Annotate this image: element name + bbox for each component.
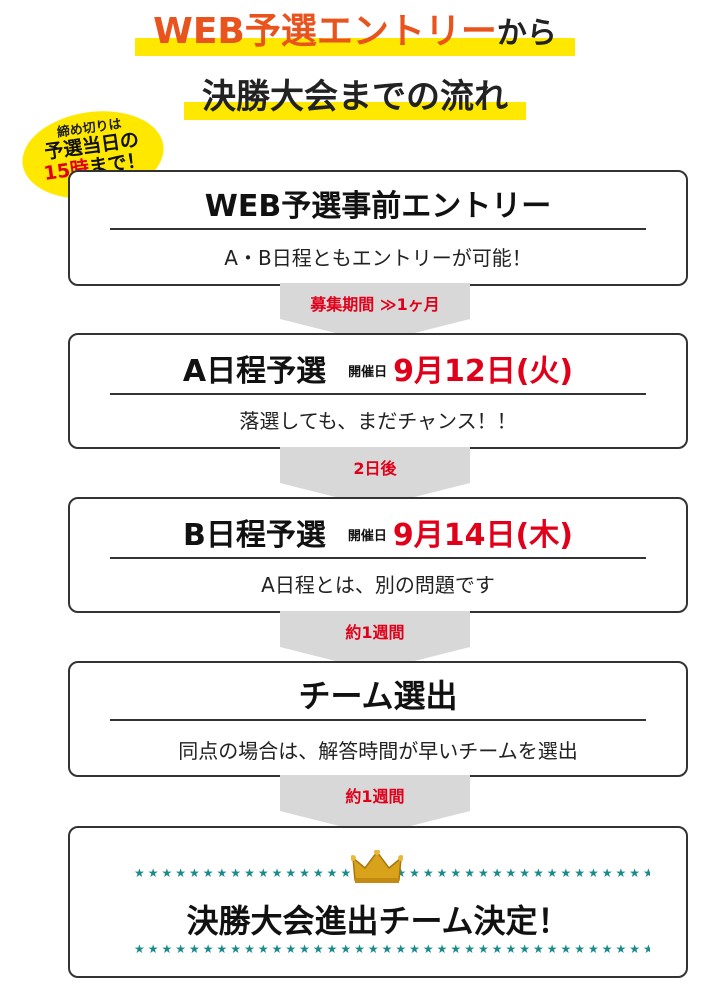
step-web-entry: WEB予選事前エントリー A・B日程ともエントリーが可能！	[68, 170, 688, 286]
final-text: 決勝大会進出チーム決定！	[186, 902, 570, 940]
step-description: A日程とは、別の問題です	[261, 573, 495, 597]
step-team-selection: チーム選出 同点の場合は、解答時間が早いチームを選出	[68, 661, 688, 777]
step-title-row: A日程予選 開催日 9月12日(火)	[110, 351, 646, 395]
step-description: A・B日程ともエントリーが可能！	[224, 246, 532, 270]
arrow-label: 2日後	[353, 459, 397, 478]
title-web-entry: WEB予選エントリー	[153, 11, 497, 52]
event-date: 9月14日(木)	[392, 518, 573, 553]
step-title: B日程予選	[183, 518, 326, 553]
arrow-label: 約1週間	[345, 787, 405, 806]
title-line-2: 決勝大会までの流れ	[0, 80, 710, 120]
title-flow: 決勝大会までの流れ	[184, 80, 526, 120]
step-description: 落選しても、まだチャンス！！	[239, 409, 517, 433]
star-divider-bottom: ★★★★★★★★★★★★★★★★★★★★★★★★★★★★★★★★★★★★★★★★…	[134, 942, 650, 956]
arrow-label: 募集期間 ≫1ヶ月	[310, 295, 440, 314]
crown-icon	[351, 850, 403, 883]
arrow-label: 約1週間	[345, 623, 405, 642]
step-title: チーム選出	[110, 673, 646, 721]
step-description: 同点の場合は、解答時間が早いチームを選出	[178, 739, 578, 763]
event-date: 9月12日(火)	[393, 354, 574, 389]
host-date-label: 開催日	[348, 364, 388, 380]
title-line-1: WEB予選エントリーから	[0, 11, 710, 56]
final-decision-box: ★★★★★★★★★★★★★★★★★★★★★★★★★★★★★★★★★★★★★★★★…	[68, 826, 688, 978]
step-title-row: B日程予選 開催日 9月14日(木)	[110, 515, 646, 559]
step-title: A日程予選	[182, 354, 327, 389]
title-kara: から	[496, 16, 557, 51]
title-highlight-1: WEB予選エントリーから	[135, 11, 575, 56]
host-date-label: 開催日	[347, 528, 387, 544]
step-title: WEB予選事前エントリー	[110, 186, 646, 230]
step-b-qualifier: B日程予選 開催日 9月14日(木) A日程とは、別の問題です	[68, 497, 688, 613]
step-a-qualifier: A日程予選 開催日 9月12日(火) 落選しても、まだチャンス！！	[68, 333, 688, 449]
